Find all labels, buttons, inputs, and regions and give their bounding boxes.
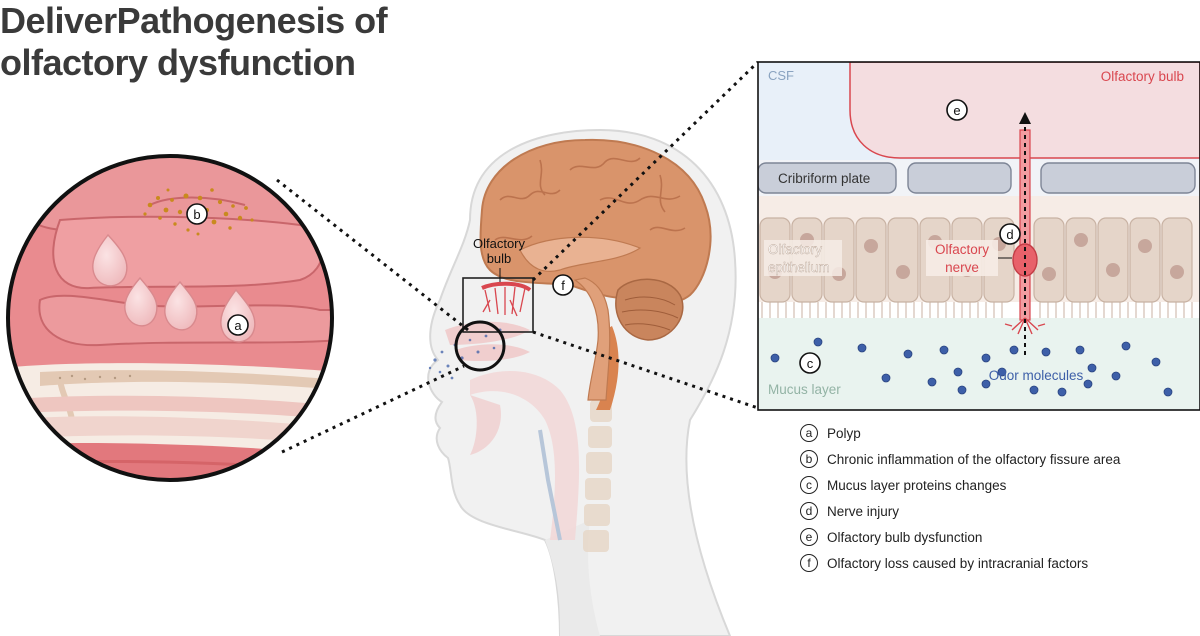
nerve-dendrites [1004,317,1046,335]
head-illustration: Olfactory bulb f [427,128,737,636]
svg-text:f: f [561,278,565,293]
legend-letter: a [800,424,818,442]
legend-text: Mucus layer proteins changes [827,477,1007,493]
cribriform-plate-label: Cribriform plate [778,171,870,186]
nasal-inset-circle [454,320,506,372]
svg-text:a: a [234,318,242,333]
legend-text: Nerve injury [827,503,900,519]
legend-item: e Olfactory bulb dysfunction [800,524,1190,550]
cribriform-plate-3 [1040,162,1196,194]
title-line-2: olfactory dysfunction [0,42,356,83]
svg-text:nerve: nerve [945,260,979,275]
cerebellum [615,278,684,341]
svg-text:d: d [1006,227,1013,242]
olfactory-fibers [482,286,526,317]
marker-e: e [946,99,968,121]
svg-text:Olfactory: Olfactory [935,242,989,257]
legend-text: Polyp [827,425,861,441]
page-title: DeliverPathogenesis of olfactory dysfunc… [0,0,520,84]
head-olfactory-bulb-line2: bulb [487,251,512,266]
csf-label: CSF [768,68,794,83]
svg-text:e: e [953,103,960,118]
marker-f: f [552,274,574,296]
legend-letter: b [800,450,818,468]
marker-c: c [799,352,821,374]
svg-text:c: c [807,356,814,371]
marker-d: d [999,223,1021,245]
head-olfactory-bulb-line1: Olfactory [473,236,526,251]
legend-text: Chronic inflammation of the olfactory fi… [827,451,1121,467]
detail-panel: CSF Olfactory bulb Cribriform plate Olfa… [757,61,1200,411]
cilia [761,302,1193,318]
olfactory-epithelium-label: Olfactory epithelium [764,240,842,276]
title-line-1: DeliverPathogenesis of [0,0,388,41]
marker-a: a [227,314,249,336]
legend-item: a Polyp [800,420,1190,446]
legend-letter: d [800,502,818,520]
mucus-layer-label: Mucus layer [768,382,841,397]
legend-letter: f [800,554,818,572]
legend-item: b Chronic inflammation of the olfactory … [800,446,1190,472]
olfactory-bulb-label: Olfactory bulb [1101,69,1184,84]
legend-text: Olfactory bulb dysfunction [827,529,983,545]
svg-text:Olfactory: Olfactory [768,242,822,257]
zoom-connectors [276,60,760,454]
legend-item: c Mucus layer proteins changes [800,472,1190,498]
legend-item: f Olfactory loss caused by intracranial … [800,550,1190,576]
cribriform-plate-1 [758,162,897,194]
olfactory-nerve-soma [1012,243,1038,277]
cribriform-plate-2 [907,162,1012,194]
olfactory-nerve-label: Olfactory nerve [926,240,1012,276]
svg-text:b: b [193,207,200,222]
legend-text: Olfactory loss caused by intracranial fa… [827,555,1089,571]
marker-b: b [186,203,208,225]
legend-letter: c [800,476,818,494]
legend-item: d Nerve injury [800,498,1190,524]
legend: a Polyp b Chronic inflammation of the ol… [800,420,1190,576]
legend-letter: e [800,528,818,546]
odor-molecules [770,337,1173,397]
odor-molecules-label: Odor molecules [989,368,1084,383]
svg-text:epithelium: epithelium [768,260,830,275]
